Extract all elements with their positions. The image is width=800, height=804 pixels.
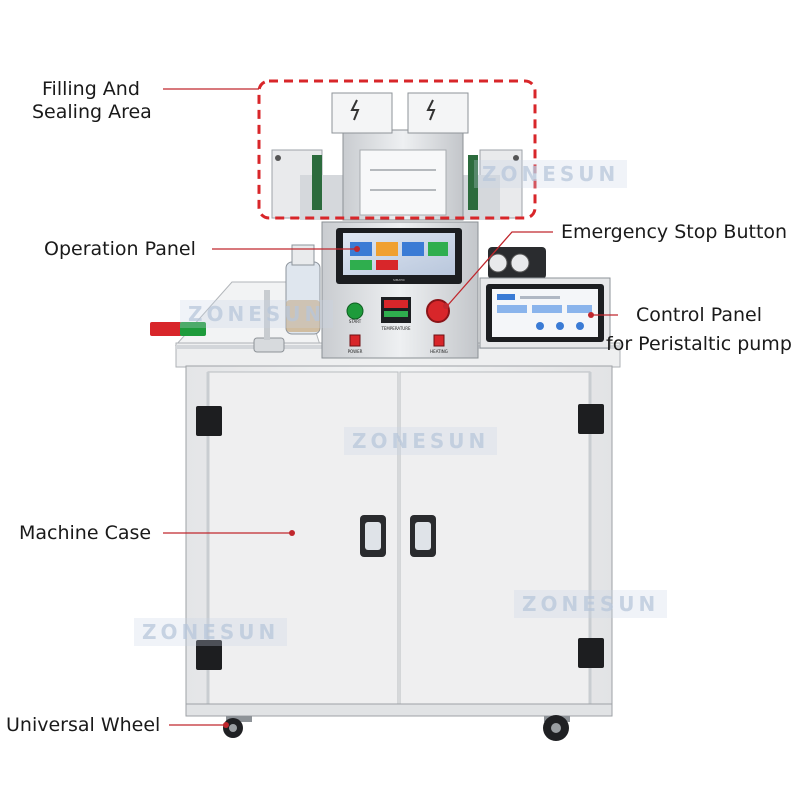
- watermark: ZONESUN: [344, 427, 498, 455]
- filling-sealing-mechanism: [271, 92, 523, 221]
- watermark: ZONESUN: [514, 590, 668, 618]
- watermark: ZONESUN: [134, 618, 288, 646]
- watermark: ZONESUN: [180, 300, 334, 328]
- watermark: ZONESUN: [474, 160, 628, 188]
- label-control-panel-line1: Control Panel: [636, 304, 762, 326]
- label-operation-panel: Operation Panel: [44, 238, 196, 260]
- filling-area-highlight: [257, 79, 537, 220]
- label-universal-wheel: Universal Wheel: [6, 714, 161, 736]
- warning-light-red: [150, 322, 182, 336]
- peristaltic-pump: [479, 247, 611, 349]
- machine-case: [185, 365, 613, 717]
- label-filling-line1: Filling And: [42, 78, 140, 100]
- hinge: [196, 406, 222, 436]
- heating-label: HEATING: [430, 349, 448, 354]
- hazard-icon: [350, 99, 360, 121]
- start-button[interactable]: [346, 302, 364, 320]
- hinge: [578, 638, 604, 668]
- callout-lines: [163, 88, 618, 726]
- operation-panel-box: START POWER TEMPERATURE HEATING SIMATIC: [321, 221, 479, 359]
- label-control-panel-line2: for Peristaltic pump: [606, 333, 792, 355]
- label-emergency-stop: Emergency Stop Button: [561, 221, 788, 243]
- universal-wheels: [223, 715, 570, 741]
- start-label: START: [349, 319, 362, 324]
- callout-dots: [223, 246, 594, 728]
- screen-brand: SIMATIC: [393, 278, 405, 282]
- hazard-icon: [426, 99, 436, 121]
- power-switch[interactable]: [349, 334, 361, 347]
- warning-light-green: [180, 322, 206, 336]
- heating-switch[interactable]: [433, 334, 445, 347]
- power-label: POWER: [348, 349, 363, 354]
- hinge: [578, 404, 604, 434]
- hinge: [196, 640, 222, 670]
- temperature-label: TEMPERATURE: [380, 326, 411, 331]
- label-machine-case: Machine Case: [19, 522, 152, 544]
- label-filling-line2: Sealing Area: [32, 101, 152, 123]
